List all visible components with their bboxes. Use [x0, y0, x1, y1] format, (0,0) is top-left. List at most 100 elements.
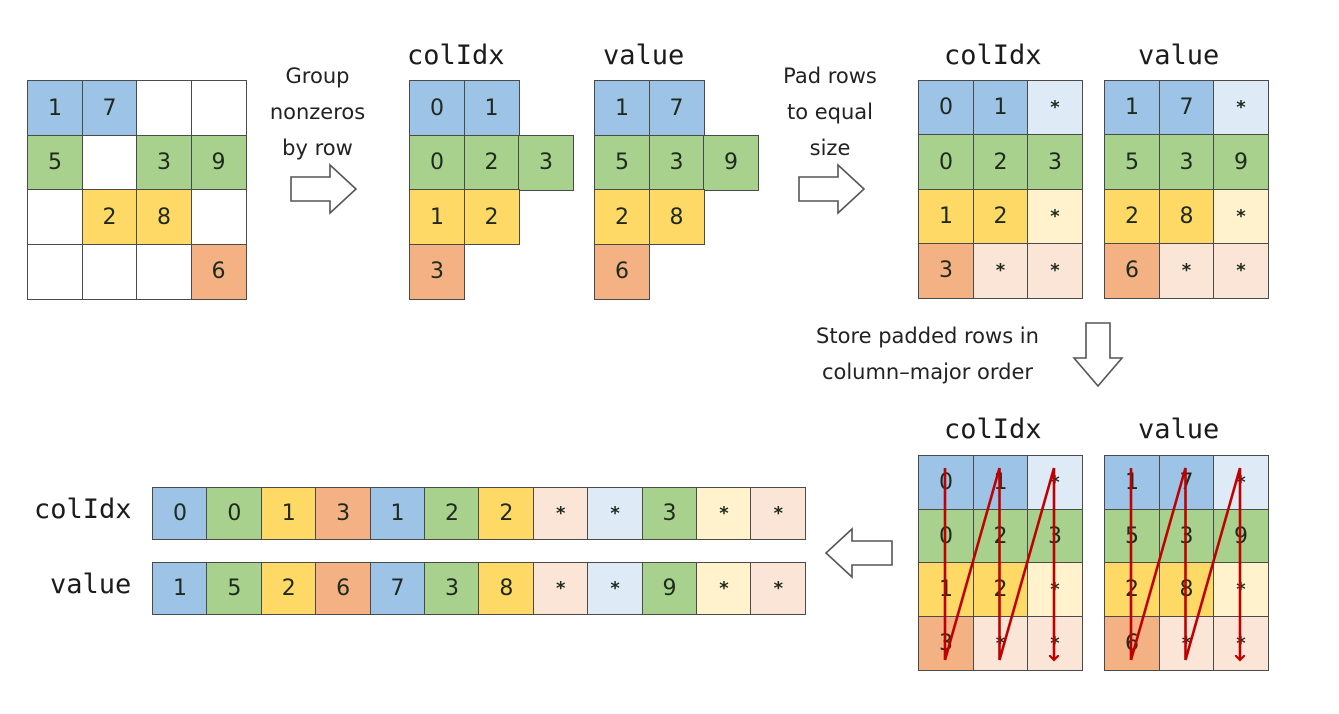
grouped-cell: 3 — [409, 243, 465, 300]
grouped-value-label: value — [603, 40, 685, 71]
grouped-cell: 2 — [594, 189, 650, 245]
step1-caption: Group nonzeros by row — [250, 58, 385, 166]
flat-array-cell: 5 — [206, 562, 263, 615]
flat-array-cell: 3 — [424, 562, 480, 615]
matrix-cell-empty — [81, 134, 138, 191]
padded-cell: 3 — [1027, 134, 1083, 191]
step2-caption-line: size — [809, 136, 851, 160]
colmajor-cell: 2 — [1104, 562, 1160, 618]
left-arrow-icon — [824, 527, 893, 579]
colmajor-cell: 9 — [1213, 508, 1269, 564]
padded-cell: 0 — [918, 134, 974, 191]
colmajor-cell: 0 — [918, 455, 974, 511]
colmajor-cell: * — [972, 615, 1029, 671]
grouped-cell: 1 — [594, 80, 650, 136]
colmajor-cell: 8 — [1158, 562, 1215, 618]
flat-array-cell: 3 — [641, 487, 698, 540]
flat-array-cell: 8 — [478, 562, 535, 615]
colmajor-cell: 6 — [1104, 615, 1160, 671]
step1-caption-line: nonzeros — [269, 100, 366, 124]
grouped-cell: 2 — [463, 134, 520, 191]
flat-array-cell: 1 — [260, 487, 317, 540]
matrix-cell-empty — [81, 243, 138, 300]
colmajor-cell: 2 — [972, 562, 1029, 618]
step1-caption-line: Group — [285, 64, 350, 88]
right-arrow-icon — [798, 163, 866, 215]
padded-cell: 5 — [1104, 134, 1160, 191]
flat-array-cell: 2 — [424, 487, 480, 540]
padded-cell: * — [972, 242, 1029, 299]
padded-cell: * — [1027, 242, 1083, 299]
flat-array-cell: 9 — [641, 562, 698, 615]
padded-cell: 1 — [972, 80, 1029, 136]
grouped-cell: 3 — [648, 134, 705, 191]
padded-cell: 3 — [918, 242, 974, 299]
matrix-cell-empty — [27, 243, 83, 300]
padded-cell: * — [1027, 188, 1083, 245]
grouped-colidx-label: colIdx — [407, 40, 505, 71]
step3-caption: Store padded rows in column–major order — [790, 318, 1065, 390]
flat-array-cell: 6 — [315, 562, 372, 615]
step3-caption-line: column–major order — [821, 360, 1034, 384]
step1-caption-line: by row — [282, 136, 353, 160]
matrix-cell: 1 — [27, 80, 83, 136]
grouped-cell: 1 — [409, 189, 465, 245]
matrix-cell-empty — [136, 243, 192, 300]
step2-caption-line: to equal — [786, 100, 874, 124]
flat-array-cell: * — [696, 487, 752, 540]
padded-cell: 0 — [918, 80, 974, 136]
colmajor-cell: 5 — [1104, 508, 1160, 564]
padded-cell: 8 — [1158, 188, 1215, 245]
grouped-cell: 3 — [518, 134, 574, 191]
flat-array-cell: 1 — [152, 562, 208, 615]
colmajor-cell: 1 — [918, 562, 974, 618]
matrix-cell: 3 — [136, 134, 192, 191]
flat-array-cell: * — [587, 487, 644, 540]
right-arrow-icon — [290, 163, 358, 215]
flat-array-cell: 2 — [478, 487, 535, 540]
padded-cell: 9 — [1213, 134, 1269, 191]
flat-array-cell: 7 — [369, 562, 426, 615]
flat-array-cell: * — [532, 487, 589, 540]
grouped-cell: 0 — [409, 134, 465, 191]
matrix-cell-empty — [136, 80, 192, 136]
flat-array-cell: * — [587, 562, 644, 615]
grouped-cell: 0 — [409, 80, 465, 136]
padded-cell: * — [1158, 242, 1215, 299]
padded-value-label: value — [1138, 40, 1220, 71]
colmajor-cell: 3 — [918, 615, 974, 671]
colmajor-cell: 3 — [1027, 508, 1083, 564]
grouped-cell: 7 — [648, 80, 705, 136]
matrix-cell-empty — [27, 189, 83, 245]
colmajor-cell: 1 — [972, 455, 1029, 511]
grouped-cell: 6 — [594, 243, 650, 300]
matrix-cell: 6 — [190, 243, 247, 300]
colmajor-cell: * — [1027, 455, 1083, 511]
flat-array-cell: * — [750, 562, 807, 615]
grouped-cell: 1 — [463, 80, 520, 136]
colmajor-cell: * — [1027, 562, 1083, 618]
flat-colidx-label: colIdx — [34, 494, 132, 525]
matrix-cell: 5 — [27, 134, 83, 191]
flat-array-cell: 1 — [369, 487, 426, 540]
flat-array-cell: 3 — [315, 487, 372, 540]
colmajor-cell: * — [1213, 615, 1269, 671]
colmajor-cell: * — [1213, 562, 1269, 618]
colmajor-cell: * — [1027, 615, 1083, 671]
grouped-cell: 8 — [648, 189, 705, 245]
colmajor-cell: 0 — [918, 508, 974, 564]
padded-cell: 6 — [1104, 242, 1160, 299]
matrix-cell-empty — [190, 80, 247, 136]
matrix-cell: 2 — [81, 189, 138, 245]
colmajor-cell: * — [1158, 615, 1215, 671]
flat-array-cell: 2 — [260, 562, 317, 615]
padded-cell: 3 — [1158, 134, 1215, 191]
padded-cell: 2 — [1104, 188, 1160, 245]
colmajor-cell: 2 — [972, 508, 1029, 564]
matrix-cell: 8 — [136, 189, 192, 245]
padded-cell: 2 — [972, 134, 1029, 191]
colmajor-cell: 1 — [1104, 455, 1160, 511]
colmajor-value-label: value — [1138, 414, 1220, 445]
grouped-cell: 9 — [703, 134, 759, 191]
matrix-cell-empty — [190, 189, 247, 245]
